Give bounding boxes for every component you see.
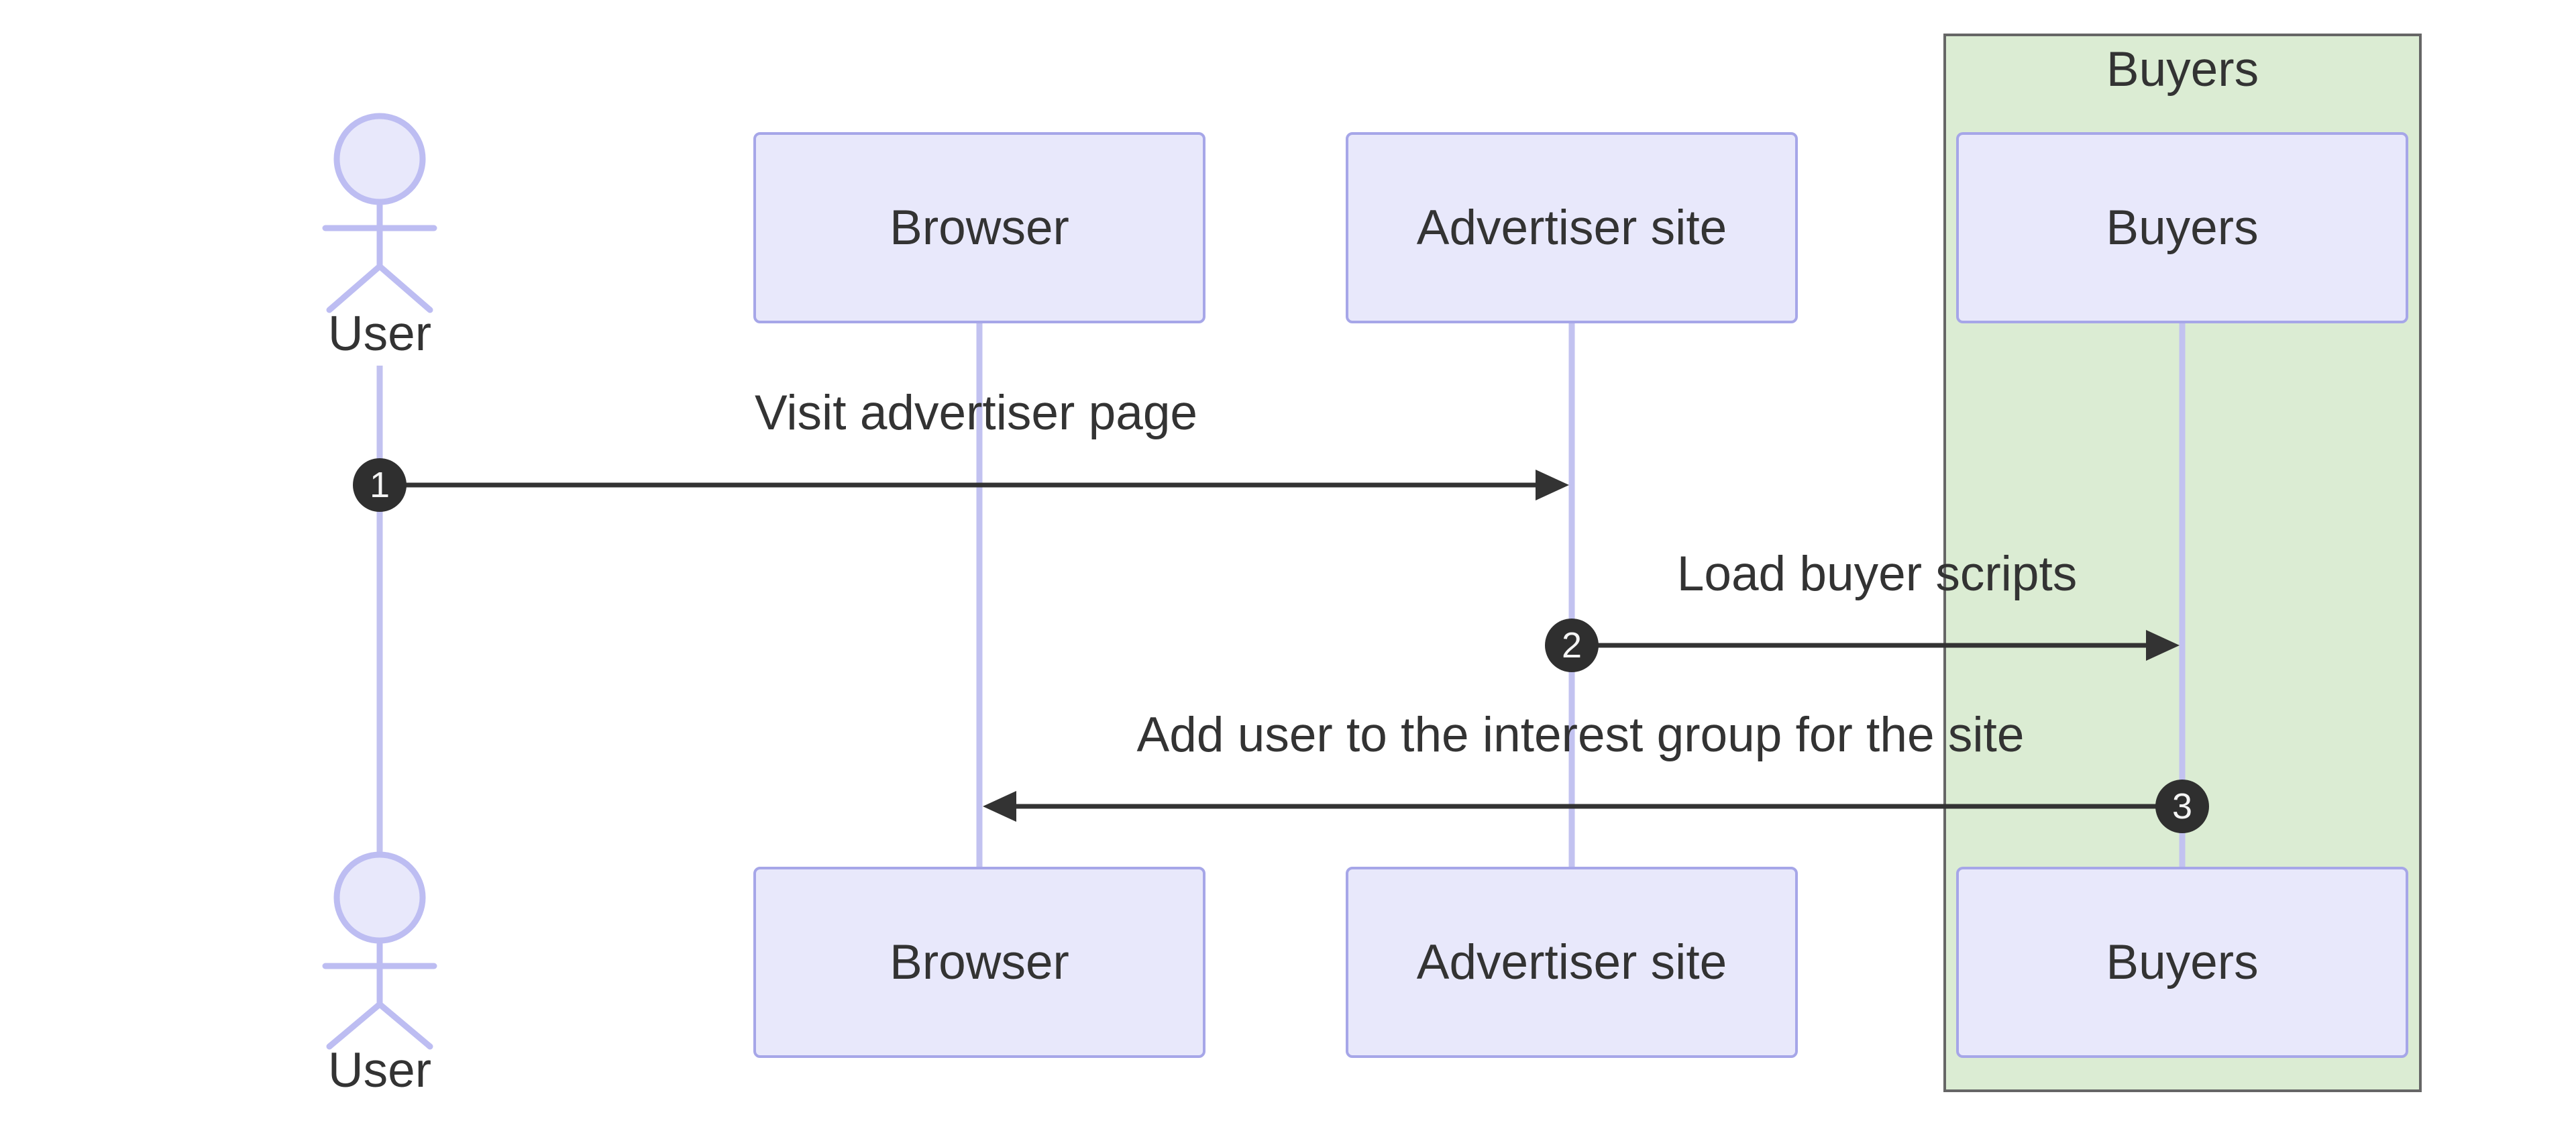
message-arrow-1 (380, 470, 1569, 500)
sequence-number-badge-3: 3 (2155, 780, 2209, 833)
group-box-label: Buyers (2106, 42, 2259, 97)
arrowhead-right-icon (2146, 630, 2180, 661)
message-arrow-2 (1572, 630, 2180, 661)
participant-box-browser-top: Browser (753, 132, 1205, 323)
participant-label: Advertiser site (1416, 201, 1727, 255)
actor-figure-user-bottom (322, 851, 437, 1050)
actor-figure-user-top (322, 113, 437, 313)
participant-label: Browser (890, 935, 1069, 990)
actor-right-leg (376, 263, 433, 313)
participant-label: Browser (890, 201, 1069, 255)
message-label-2: Load buyer scripts (1676, 547, 2078, 601)
actor-head (333, 851, 426, 944)
actor-label-user-top: User (327, 307, 432, 361)
message-label-1: Visit advertiser page (754, 386, 1198, 440)
actor-label-user-bottom: User (327, 1043, 432, 1098)
actor-left-leg (326, 1001, 383, 1050)
sequence-number-badge-2: 2 (1545, 619, 1599, 672)
sequence-number-badge-1: 1 (353, 458, 407, 512)
message-arrow-3 (983, 791, 2182, 822)
participant-label: Advertiser site (1416, 935, 1727, 990)
participant-box-browser-bottom: Browser (753, 867, 1205, 1058)
participant-box-buyers-top: Buyers (1956, 132, 2408, 323)
actor-head (333, 113, 426, 205)
participant-box-buyers-bottom: Buyers (1956, 867, 2408, 1058)
actor-left-leg (326, 263, 383, 313)
participant-box-advertiser-site-top: Advertiser site (1346, 132, 1798, 323)
actor-right-leg (376, 1001, 433, 1050)
message-label-3: Add user to the interest group for the s… (1136, 708, 2025, 762)
arrowhead-right-icon (1536, 470, 1569, 500)
arrowhead-left-icon (983, 791, 1016, 822)
participant-label: Buyers (2106, 201, 2259, 255)
participant-label: Buyers (2106, 935, 2259, 990)
participant-box-advertiser-site-bottom: Advertiser site (1346, 867, 1798, 1058)
